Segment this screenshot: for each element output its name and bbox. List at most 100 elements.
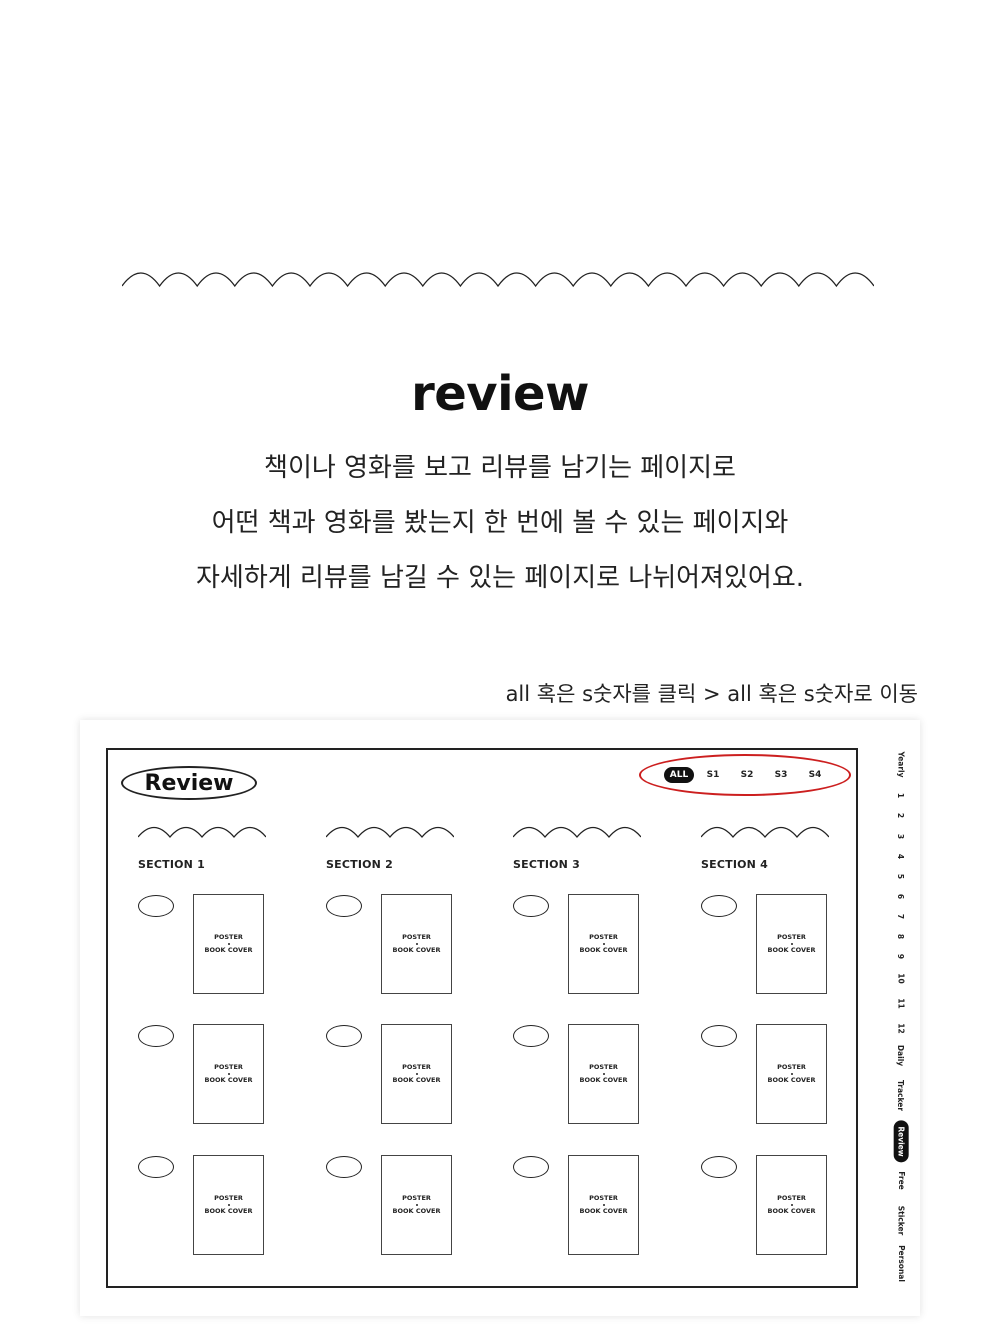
side-tab-11[interactable]: 11 xyxy=(880,993,922,1013)
side-tab-label: 3 xyxy=(896,833,906,839)
poster-slot[interactable]: POSTER BOOK COVER xyxy=(381,1024,452,1124)
poster-slot[interactable]: POSTER BOOK COVER xyxy=(756,894,827,994)
book-cover-label: BOOK COVER xyxy=(392,1076,441,1084)
rating-oval[interactable] xyxy=(326,1156,362,1178)
rating-oval[interactable] xyxy=(701,1156,737,1178)
side-tab-free[interactable]: Free xyxy=(880,1169,922,1191)
section-2-wave xyxy=(326,826,454,839)
book-cover-label: BOOK COVER xyxy=(204,946,253,954)
side-tab-label: Sticker xyxy=(896,1205,906,1235)
rating-oval[interactable] xyxy=(513,895,549,917)
filter-s3[interactable]: S3 xyxy=(774,770,788,780)
separator-dot xyxy=(790,1073,793,1075)
side-tab-personal[interactable]: Personal xyxy=(880,1242,922,1284)
poster-label: POSTER xyxy=(589,1193,618,1202)
poster-label: POSTER xyxy=(214,932,243,941)
side-tab-9[interactable]: 9 xyxy=(880,947,922,965)
side-tab-label: 12 xyxy=(896,1022,906,1034)
section-3-wave xyxy=(513,826,641,839)
rating-oval[interactable] xyxy=(513,1156,549,1178)
description-line-1: 책이나 영화를 보고 리뷰를 남기는 페이지로 xyxy=(264,453,736,483)
rating-oval[interactable] xyxy=(326,1025,362,1047)
side-tab-review[interactable]: Review xyxy=(880,1119,922,1163)
separator-dot xyxy=(415,943,418,945)
separator-dot xyxy=(602,943,605,945)
side-tab-4[interactable]: 4 xyxy=(880,847,922,865)
poster-slot[interactable]: POSTER BOOK COVER xyxy=(193,1155,264,1255)
section-3-title: SECTION 3 xyxy=(513,858,580,871)
side-tab-tracker[interactable]: Tracker xyxy=(880,1075,922,1115)
poster-label: POSTER xyxy=(214,1193,243,1202)
poster-label: POSTER xyxy=(214,1062,243,1071)
side-tab-label: Daily xyxy=(896,1044,906,1066)
navigation-hint: all 혹은 s숫자를 클릭 > all 혹은 s숫자로 이동 xyxy=(505,682,918,706)
filter-all[interactable]: ALL xyxy=(664,767,694,783)
side-tab-2[interactable]: 2 xyxy=(880,806,922,824)
side-tab-label: 8 xyxy=(896,933,906,939)
rating-oval[interactable] xyxy=(138,1156,174,1178)
poster-label: POSTER xyxy=(589,932,618,941)
book-cover-label: BOOK COVER xyxy=(204,1207,253,1215)
side-tab-label: 9 xyxy=(896,953,906,959)
filter-s2[interactable]: S2 xyxy=(740,770,754,780)
poster-label: POSTER xyxy=(589,1062,618,1071)
book-cover-label: BOOK COVER xyxy=(579,1207,628,1215)
side-tab-label: Tracker xyxy=(896,1079,906,1111)
section-filter-bar: ALL S1 S2 S3 S4 xyxy=(664,765,834,785)
rating-oval[interactable] xyxy=(326,895,362,917)
side-tab-1[interactable]: 1 xyxy=(880,786,922,804)
side-tab-label: 6 xyxy=(896,893,906,899)
poster-label: POSTER xyxy=(777,1062,806,1071)
side-tab-3[interactable]: 3 xyxy=(880,827,922,845)
section-4-wave xyxy=(701,826,829,839)
section-1-title: SECTION 1 xyxy=(138,858,205,871)
filter-s1[interactable]: S1 xyxy=(706,770,720,780)
separator-dot xyxy=(227,1073,230,1075)
side-tab-7[interactable]: 7 xyxy=(880,907,922,925)
separator-dot xyxy=(415,1204,418,1206)
poster-slot[interactable]: POSTER BOOK COVER xyxy=(193,894,264,994)
page-title: review xyxy=(411,366,589,422)
description-line-2: 어떤 책과 영화를 봤는지 한 번에 볼 수 있는 페이지와 xyxy=(211,508,789,538)
side-tab-6[interactable]: 6 xyxy=(880,887,922,905)
rating-oval[interactable] xyxy=(513,1025,549,1047)
side-tab-sticker[interactable]: Sticker xyxy=(880,1203,922,1237)
rating-oval[interactable] xyxy=(701,1025,737,1047)
rating-oval[interactable] xyxy=(701,895,737,917)
book-cover-label: BOOK COVER xyxy=(392,1207,441,1215)
filter-s4[interactable]: S4 xyxy=(808,770,822,780)
separator-dot xyxy=(790,943,793,945)
side-tab-label: Personal xyxy=(896,1244,906,1282)
side-tab-5[interactable]: 5 xyxy=(880,867,922,885)
side-tab-label: 5 xyxy=(896,873,906,879)
poster-label: POSTER xyxy=(777,932,806,941)
side-tab-10[interactable]: 10 xyxy=(880,968,922,988)
poster-label: POSTER xyxy=(402,1062,431,1071)
book-cover-label: BOOK COVER xyxy=(767,1207,816,1215)
separator-dot xyxy=(602,1073,605,1075)
book-cover-label: BOOK COVER xyxy=(767,946,816,954)
side-tab-label: Review xyxy=(893,1119,909,1163)
brand-label: Review xyxy=(144,770,234,796)
section-2-title: SECTION 2 xyxy=(326,858,393,871)
review-brand-badge: Review xyxy=(121,766,257,800)
side-tab-12[interactable]: 12 xyxy=(880,1018,922,1038)
side-tab-yearly[interactable]: Yearly xyxy=(880,748,922,780)
rating-oval[interactable] xyxy=(138,895,174,917)
side-tab-8[interactable]: 8 xyxy=(880,927,922,945)
book-cover-label: BOOK COVER xyxy=(392,946,441,954)
rating-oval[interactable] xyxy=(138,1025,174,1047)
poster-slot[interactable]: POSTER BOOK COVER xyxy=(568,1155,639,1255)
section-4-title: SECTION 4 xyxy=(701,858,768,871)
side-tab-daily[interactable]: Daily xyxy=(880,1042,922,1068)
side-tab-label: 2 xyxy=(896,812,906,818)
scallop-divider xyxy=(122,272,874,288)
